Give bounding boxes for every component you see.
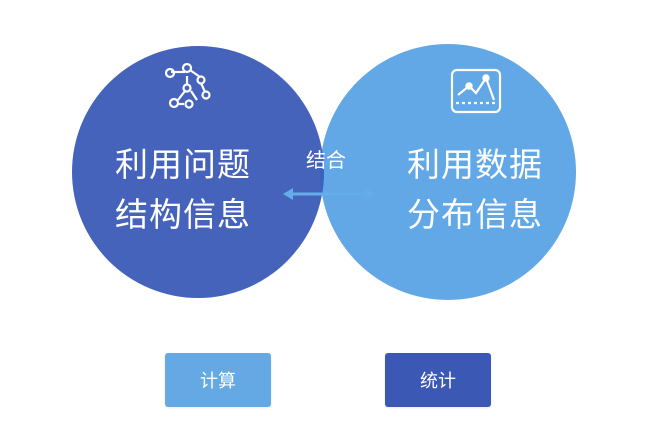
statistics-button[interactable]: 统计 <box>385 353 491 407</box>
right-circle-line-1: 利用数据 <box>407 145 543 184</box>
line-chart-icon <box>450 68 502 114</box>
left-circle <box>72 46 324 298</box>
overlap-label: 结合 <box>306 148 346 172</box>
left-circle-line-2: 结构信息 <box>115 195 251 234</box>
statistics-button-label: 统计 <box>420 371 456 392</box>
compute-button-label: 计算 <box>200 371 236 392</box>
compute-button[interactable]: 计算 <box>165 353 271 407</box>
double-arrow-icon <box>283 188 375 200</box>
right-circle-line-2: 分布信息 <box>407 195 543 234</box>
network-graph-icon <box>164 62 211 109</box>
right-circle <box>320 44 576 300</box>
left-circle-line-1: 利用问题 <box>115 145 251 184</box>
